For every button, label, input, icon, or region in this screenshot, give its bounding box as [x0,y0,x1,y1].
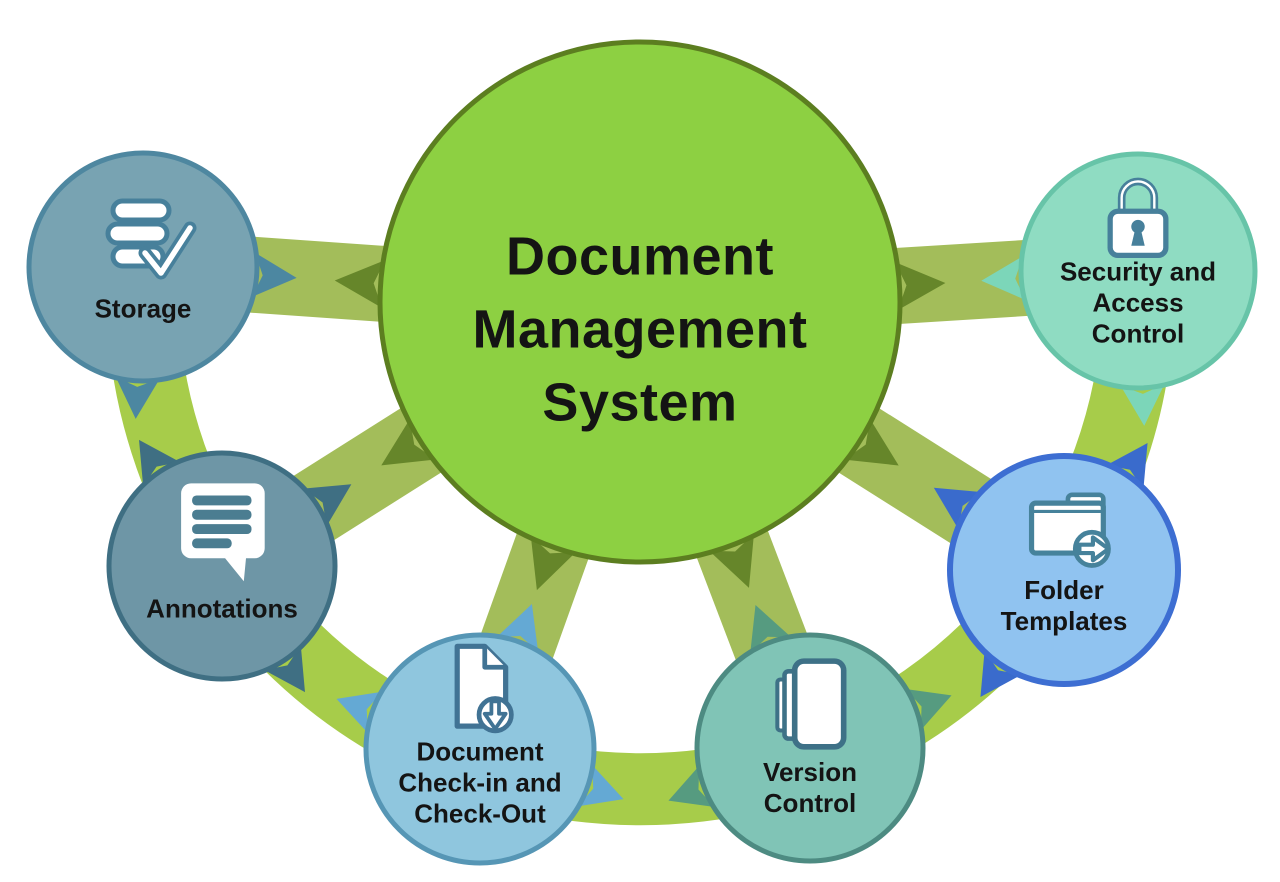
ring-arrowhead-security-to-folder [1120,384,1165,426]
version-pages-icon [775,658,847,750]
label-line: Control [763,788,857,818]
spoke-arrowhead-checkin-to-center [496,604,539,652]
spoke-arrowhead-version-to-center [750,605,792,654]
ring-arrowhead-storage-to-annotations [115,376,160,419]
ring-arrowhead-folder-to-version [980,650,1022,697]
label-line: System [542,372,738,433]
ring-arrowhead-version-to-checkin [668,765,715,807]
label-line: Templates [1000,606,1128,636]
label-line: Folder [1024,575,1104,605]
annotation-bubble-icon [181,483,265,582]
node-circle-annotations [106,450,338,682]
node-label-annotations: Annotations [146,594,298,625]
node-circle-security [1018,151,1258,391]
security-lock-icon [1107,177,1169,259]
label-line: Access [1092,287,1184,318]
ring-arrowhead-folder-to-security [1106,443,1148,490]
label-line: Storage [94,293,192,324]
spoke-arrowhead-center-to-checkin [530,535,576,591]
ring-arrowhead-version-to-folder [905,689,952,731]
spoke-arrowhead-annotations-to-center [303,484,352,526]
label-line: Document [505,226,775,287]
node-circle-checkin [363,632,597,866]
node-circle-folder [947,453,1181,687]
document-checkin-icon [454,643,514,734]
label-line: Control [1091,318,1185,349]
ring-arrowhead-annotations-to-checkin [264,645,305,693]
spoke-arrowhead-storage-to-center [252,252,297,297]
spoke-arrowhead-center-to-folder [844,419,899,466]
node-circle-center [377,39,903,565]
ring-arrowhead-checkin-to-version [577,764,624,807]
node-label-storage: Storage [95,294,192,325]
label-line: Check-in and [398,767,562,798]
ring-arrowhead-checkin-to-annotations [336,691,383,734]
spoke-arrowhead-center-to-security [895,262,946,310]
label-line: Security and [1059,256,1217,287]
spoke-arrowhead-security-to-center [981,256,1026,301]
spoke-arrowhead-center-to-storage [334,260,386,308]
storage-stack-icon [105,198,197,280]
spoke-arrowhead-folder-to-center [933,487,982,530]
label-line: Management [472,299,808,360]
ring-arrowhead-annotations-to-storage [139,439,180,487]
spoke-arrowhead-center-to-version [709,533,754,588]
label-line: Document [416,736,544,767]
label-line: Version [763,757,857,787]
label-line: Annotations [146,593,298,624]
spoke-arrowhead-center-to-annotations [381,418,436,466]
folder-templates-icon [1028,492,1111,568]
label-line: Check-Out [414,798,546,829]
